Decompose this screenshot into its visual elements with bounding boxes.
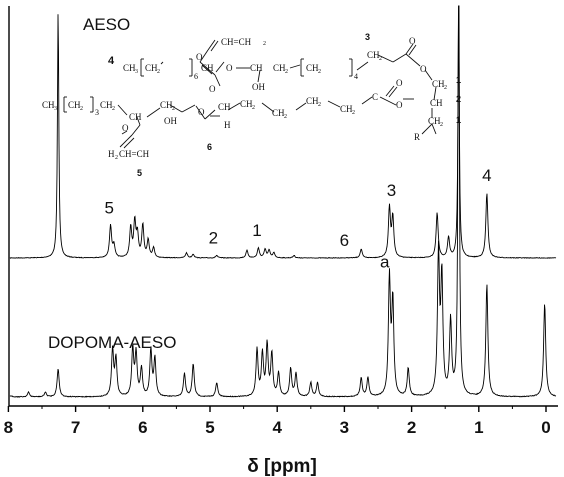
svg-text:3: 3 (95, 108, 99, 117)
x-tick-label: 6 (138, 418, 147, 437)
peak-label: 1 (252, 221, 261, 240)
svg-text:3: 3 (54, 106, 57, 112)
spectrum-line-aeso (9, 14, 557, 259)
svg-text:CH: CH (42, 100, 55, 110)
peak-label: 6 (340, 231, 349, 250)
svg-text:2: 2 (115, 155, 118, 161)
svg-text:CH: CH (250, 63, 263, 73)
svg-text:CH: CH (272, 108, 285, 118)
svg-text:CH: CH (306, 63, 319, 73)
x-tick-label: 1 (474, 418, 483, 437)
svg-text:2: 2 (263, 41, 266, 47)
svg-text:1: 1 (456, 75, 461, 85)
x-tick-label: 8 (4, 418, 13, 437)
svg-text:H: H (224, 120, 231, 130)
svg-text:2: 2 (440, 122, 443, 128)
svg-text:2: 2 (285, 69, 288, 75)
aeso-structure-labels: 4 CH=CH 2 O O CH 3 CH 2 6 CH O CH OH CH … (42, 32, 461, 178)
spectra-group (9, 5, 557, 398)
x-tick-label: 0 (541, 418, 550, 437)
peak-label: 2 (209, 229, 218, 248)
svg-text:4: 4 (108, 55, 115, 67)
svg-text:CH: CH (430, 98, 443, 108)
svg-text:2: 2 (284, 114, 287, 120)
svg-text:1: 1 (456, 115, 461, 125)
svg-text:O: O (122, 123, 129, 133)
svg-text:2: 2 (157, 69, 160, 75)
svg-text:6: 6 (207, 142, 212, 152)
svg-text:CH: CH (145, 63, 158, 73)
svg-text:2: 2 (172, 106, 175, 112)
svg-text:O: O (209, 84, 216, 94)
svg-text:2: 2 (352, 110, 355, 116)
svg-text:2: 2 (252, 105, 255, 111)
svg-text:O: O (198, 107, 205, 117)
svg-text:O: O (196, 52, 203, 62)
svg-text:2: 2 (318, 102, 321, 108)
svg-text:O: O (396, 78, 403, 88)
svg-text:CH: CH (340, 104, 353, 114)
svg-text:O: O (409, 36, 416, 46)
peak-label: 5 (104, 199, 113, 218)
svg-text:2: 2 (379, 56, 382, 62)
svg-text:3: 3 (135, 69, 138, 75)
svg-text:CH: CH (100, 100, 113, 110)
series-label-dopoma-aeso: DOPOMA-AESO (48, 333, 176, 352)
x-axis-title: δ [ppm] (247, 456, 317, 477)
svg-text:R: R (414, 132, 420, 142)
peak-label: 4 (482, 166, 491, 185)
svg-text:C: C (372, 92, 378, 102)
x-tick-label: 7 (71, 418, 80, 437)
svg-text:6: 6 (194, 72, 198, 81)
x-tick-label: 5 (205, 418, 214, 437)
svg-text:3: 3 (365, 32, 370, 42)
peak-label: a (380, 253, 390, 272)
svg-text:OH: OH (252, 82, 265, 92)
svg-text:CH=CH: CH=CH (221, 37, 252, 47)
x-tick-label: 4 (272, 418, 282, 437)
svg-text:CH: CH (240, 99, 253, 109)
svg-text:CH: CH (129, 112, 142, 122)
svg-text:CH=CH: CH=CH (119, 149, 150, 159)
aeso-structure-diagram (63, 39, 437, 149)
svg-text:CH: CH (201, 63, 214, 73)
svg-text:O: O (226, 63, 233, 73)
peak-label-group: 5 2 1 6 3 4 a (104, 166, 491, 272)
svg-text:CH: CH (218, 102, 231, 112)
svg-text:OH: OH (164, 116, 177, 126)
svg-text:CH: CH (160, 100, 173, 110)
spectrum-line-dopoma-aeso (9, 5, 557, 398)
svg-text:O: O (420, 64, 427, 74)
svg-text:CH: CH (367, 50, 380, 60)
peak-label: 3 (387, 181, 396, 200)
svg-text:CH: CH (273, 63, 286, 73)
svg-text:CH: CH (428, 116, 441, 126)
svg-text:2: 2 (318, 69, 321, 75)
svg-text:5: 5 (137, 168, 142, 178)
svg-text:CH: CH (432, 79, 445, 89)
svg-text:CH: CH (306, 96, 319, 106)
svg-text:O: O (396, 100, 403, 110)
series-label-aeso: AESO (83, 15, 130, 34)
svg-text:4: 4 (354, 72, 358, 81)
x-tick-label: 2 (407, 418, 416, 437)
svg-text:CH: CH (68, 100, 81, 110)
x-tick-label: 3 (340, 418, 349, 437)
svg-text:2: 2 (456, 94, 461, 104)
svg-text:CH: CH (123, 63, 136, 73)
svg-text:2: 2 (444, 85, 447, 91)
x-tick-group: 8 7 6 5 4 3 2 1 0 (4, 406, 551, 437)
svg-text:2: 2 (80, 106, 83, 112)
svg-text:2: 2 (112, 106, 115, 112)
svg-text:H: H (108, 149, 115, 159)
